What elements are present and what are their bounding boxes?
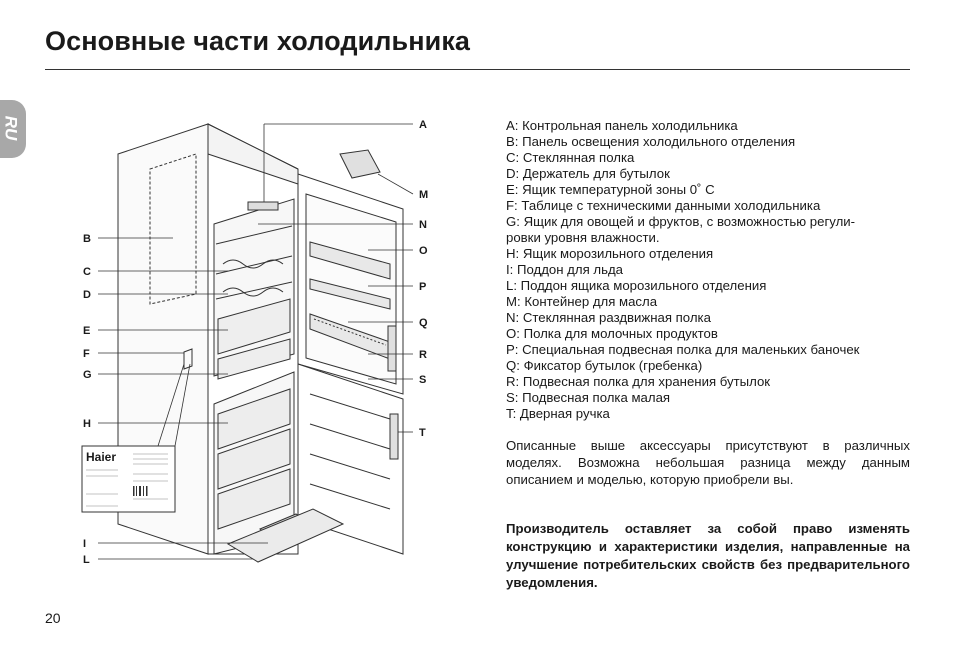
legend-item-e: E: Ящик температурной зоны 0˚ C (506, 182, 715, 197)
language-tab: RU (0, 100, 26, 158)
legend-item-b: B: Панель освещения холодильного отделен… (506, 134, 796, 149)
callout-g: G (83, 369, 92, 381)
parts-legend: A: Контрольная панель холодильника B: Па… (506, 118, 910, 422)
manufacturer-disclaimer: Производитель оставляет за собой право и… (506, 521, 910, 590)
butter-container (339, 149, 381, 179)
freezer-tray (226, 508, 345, 563)
legend-item-a: A: Контрольная панель холодильника (506, 118, 738, 133)
legend-item-m: M: Контейнер для масла (506, 294, 658, 309)
callout-d: D (83, 289, 91, 301)
callout-b: B (83, 233, 91, 245)
callout-r: R (419, 349, 427, 361)
callout-l: L (83, 554, 90, 566)
legend-item-g-continued: ровки уровня влажности. (506, 230, 660, 245)
legend-item-q: Q: Фиксатор бутылок (гребенка) (506, 358, 703, 373)
callout-s: S (419, 374, 426, 386)
legend-item-p: P: Специальная подвесная полка для мален… (506, 342, 860, 357)
callout-h: H (83, 418, 91, 430)
callout-n: N (419, 219, 427, 231)
legend-item-t: T: Дверная ручка (506, 406, 610, 421)
legend-item-i: I: Поддон для льда (506, 262, 623, 277)
callout-a: A (419, 119, 427, 131)
legend-item-r: R: Подвесная полка для хранения бутылок (506, 374, 771, 389)
callout-e: E (83, 325, 90, 337)
page-title: Основные части холодильника (45, 26, 471, 56)
page-number: 20 (45, 610, 61, 626)
fridge-diagram: Haier (81, 119, 428, 566)
callout-f: F (83, 348, 90, 360)
legend-item-h: H: Ящик морозильного отделения (506, 246, 714, 261)
lower-door (297, 363, 404, 555)
legend-item-d: D: Держатель для бутылок (506, 166, 670, 181)
legend-item-c: C: Стеклянная полка (506, 150, 635, 165)
callout-p: P (419, 281, 426, 293)
legend-item-f: F: Таблице с техническими данными холоди… (506, 198, 821, 213)
legend-item-n: N: Стеклянная раздвижная полка (506, 310, 711, 325)
callout-m: M (419, 189, 428, 201)
title-divider (45, 69, 910, 70)
rating-plate-logo: Haier (86, 450, 116, 464)
callout-t: T (419, 427, 426, 439)
legend-item-s: S: Подвесная полка малая (506, 390, 671, 405)
callout-i: I (83, 538, 86, 550)
legend-item-g: G: Ящик для овощей и фруктов, с возможно… (506, 214, 856, 229)
callout-q: Q (419, 317, 428, 329)
rating-plate: Haier (81, 445, 176, 513)
language-tab-label: RU (1, 115, 21, 141)
callout-c: C (83, 266, 91, 278)
legend-item-o: O: Полка для молочных продуктов (506, 326, 718, 341)
callout-o: O (419, 245, 428, 257)
accessories-note: Описанные выше аксессуары присутствуют в… (506, 438, 910, 487)
legend-item-l: L: Поддон ящика морозильного отделения (506, 278, 767, 293)
